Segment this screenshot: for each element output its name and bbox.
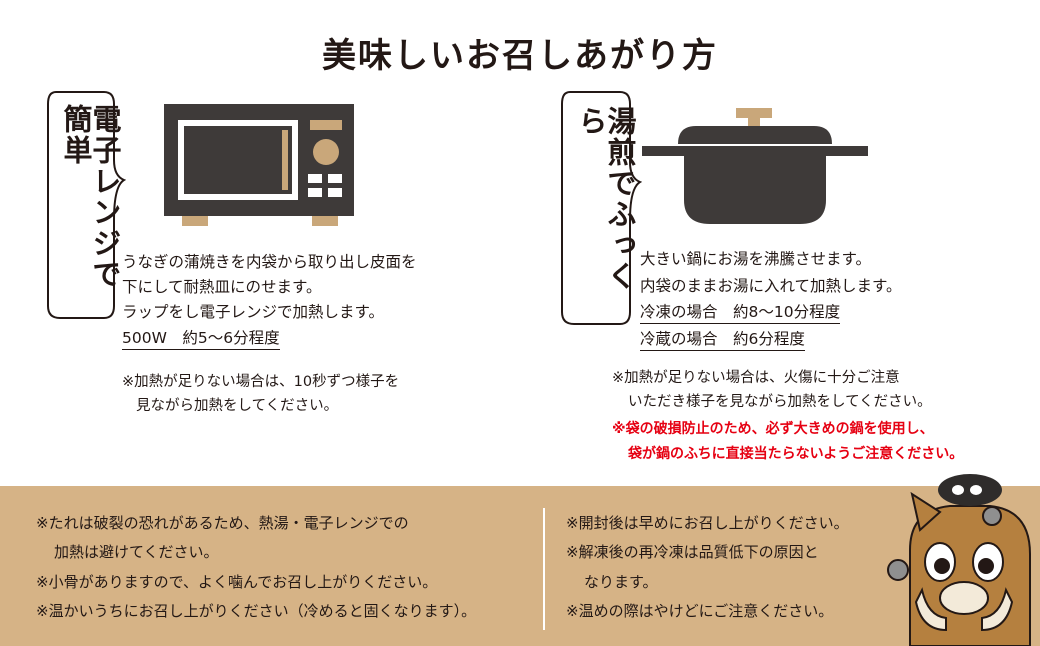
boil-time-frozen: 冷凍の場合 約8～10分程度 [640,304,841,324]
boil-label-bubble [561,91,642,325]
microwave-step-2: 下にして耐熱皿にのせます。 [122,278,322,296]
notice-divider [543,508,545,630]
boil-step-2: 内袋のままお湯に入れて加熱します。 [640,277,902,295]
notice-band [0,486,1040,646]
notice-left-2: 加熱は避けてください。 [54,543,219,561]
microwave-note-2: 見ながら加熱をしてください。 [136,398,339,414]
notice-right-4: ※温めの際はやけどにご注意ください。 [566,602,834,620]
microwave-step-3: ラップをし電子レンジで加熱します。 [122,303,384,321]
boil-note-2: いただき様子を見ながら加熱をしてください。 [628,394,932,410]
boil-note-1: ※加熱が足りない場合は、火傷に十分ご注意 [612,370,900,386]
microwave-label: 電子レンジで簡単 [59,104,122,290]
notice-left-4: ※温かいうちにお召し上がりください（冷めると固くなります）。 [36,602,477,620]
pot-icon [642,108,868,224]
boil-warning-1: ※袋の破損防止のため、必ず大きめの鍋を使用し、 [612,421,934,437]
boil-warning-2: 袋が鍋のふちに直接当たらないようご注意ください。 [628,446,964,462]
microwave-time: 500W 約5～6分程度 [122,330,280,350]
notice-right-2: ※解凍後の再冷凍は品質低下の原因と [566,543,819,561]
notice-left-3: ※小骨がありますので、よく噛んでお召し上がりください。 [36,573,438,591]
microwave-note-1: ※加熱が足りない場合は、10秒ずつ様子を [122,374,400,390]
notice-right-3: なります。 [584,573,658,591]
notice-left-1: ※たれは破裂の恐れがあるため、熱湯・電子レンジでの [36,514,409,532]
notice-right-1: ※開封後は早めにお召し上がりください。 [566,514,849,532]
boil-label: 湯煎でふっくら [574,106,637,292]
microwave-icon [164,104,354,226]
page-title: 美味しいお召しあがり方 [322,36,718,76]
microwave-label-bubble [47,91,126,319]
mascot-icon [887,474,1031,646]
boil-time-chilled: 冷蔵の場合 約6分程度 [640,331,805,351]
microwave-step-1: うなぎの蒲焼きを内袋から取り出し皮面を [122,253,417,271]
boil-step-1: 大きい鍋にお湯を沸騰させます。 [640,250,871,268]
